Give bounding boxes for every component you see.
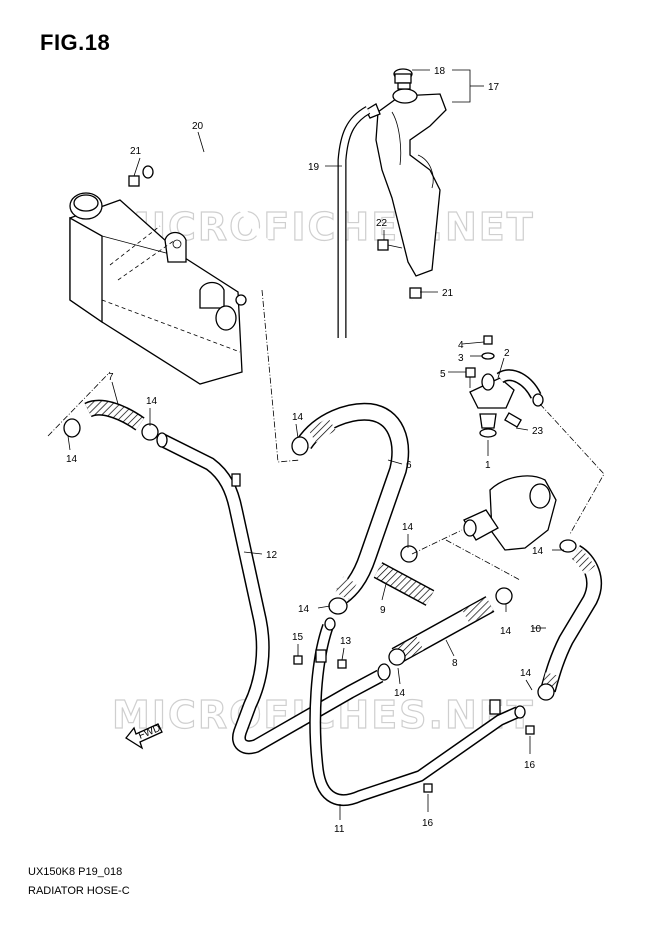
bolt-15 [293, 655, 303, 665]
radiator [69, 192, 247, 385]
callout-20: 20 [192, 121, 204, 132]
clip-21-right [409, 287, 422, 299]
hose-9 [373, 545, 435, 606]
callout-14-a: 14 [66, 454, 78, 465]
callout-4: 4 [458, 340, 464, 351]
callout-6: 6 [406, 460, 412, 471]
reference-lines [47, 289, 605, 581]
callout-7: 7 [108, 372, 114, 383]
callout-14-d: 14 [402, 522, 414, 533]
callout-16-right: 16 [524, 760, 536, 771]
callout-23: 23 [532, 426, 544, 437]
callout-5: 5 [440, 369, 446, 380]
hose-12 [156, 432, 391, 755]
hose-7 [63, 399, 159, 441]
thermostat-fitting [465, 335, 544, 438]
callout-21-left: 21 [130, 146, 142, 157]
diagram-name: RADIATOR HOSE-C [28, 885, 130, 897]
hose-20 [142, 148, 416, 346]
callout-11: 11 [334, 824, 345, 835]
callout-16-bottom: 16 [422, 818, 434, 829]
callout-14-h: 14 [394, 688, 406, 699]
callout-14-c: 14 [292, 412, 304, 423]
bolt-16-bottom [423, 783, 433, 793]
callout-14-i: 14 [520, 668, 532, 679]
hose-11 [309, 617, 526, 806]
callout-17: 17 [488, 82, 500, 93]
callout-10: 10 [530, 624, 542, 635]
callout-13: 13 [340, 636, 352, 647]
bolt-22 [377, 239, 403, 251]
callout-9: 9 [380, 605, 386, 616]
figure-title: FIG.18 [40, 30, 111, 55]
callout-2: 2 [504, 348, 510, 359]
callout-labels: 21 20 18 17 19 22 21 4 3 5 2 1 23 7 14 1… [66, 66, 544, 835]
callout-21-right: 21 [442, 288, 454, 299]
leader-lines [67, 69, 564, 820]
callout-15: 15 [292, 632, 304, 643]
callout-14-f: 14 [500, 626, 512, 637]
hose-6 [291, 402, 410, 615]
clip-21-left [128, 175, 140, 187]
callout-12: 12 [266, 550, 278, 561]
hose-19 [337, 106, 371, 338]
callout-8: 8 [452, 658, 458, 669]
callout-3: 3 [458, 353, 464, 364]
callout-22: 22 [376, 218, 388, 229]
diagram-code: UX150K8 P19_018 [28, 866, 123, 878]
hose-10 [537, 539, 602, 701]
callout-14-e: 14 [298, 604, 310, 615]
reservoir-tank [365, 68, 447, 277]
callout-14-g: 14 [532, 546, 544, 557]
callout-14-b: 14 [146, 396, 158, 407]
bolt-16-right [525, 725, 535, 735]
callout-1: 1 [485, 460, 491, 471]
callout-18: 18 [434, 66, 446, 77]
callout-19: 19 [308, 162, 320, 173]
bolt-13 [337, 659, 347, 669]
hose-8 [388, 587, 513, 666]
water-pump-housing [463, 475, 557, 551]
